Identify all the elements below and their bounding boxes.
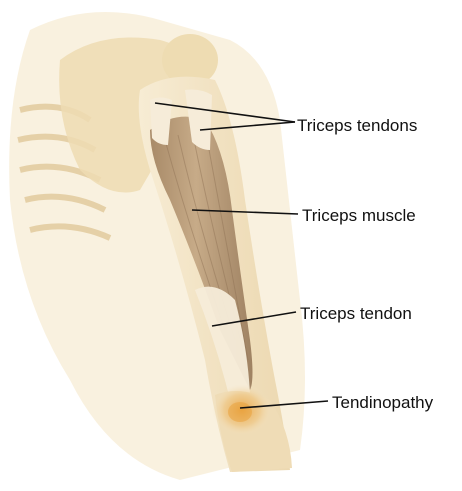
tendinopathy-core (228, 402, 252, 422)
label-triceps-tendons: Triceps tendons (297, 116, 417, 136)
label-tendinopathy: Tendinopathy (332, 393, 433, 413)
label-triceps-tendon: Triceps tendon (300, 304, 412, 324)
label-triceps-muscle: Triceps muscle (302, 206, 416, 226)
